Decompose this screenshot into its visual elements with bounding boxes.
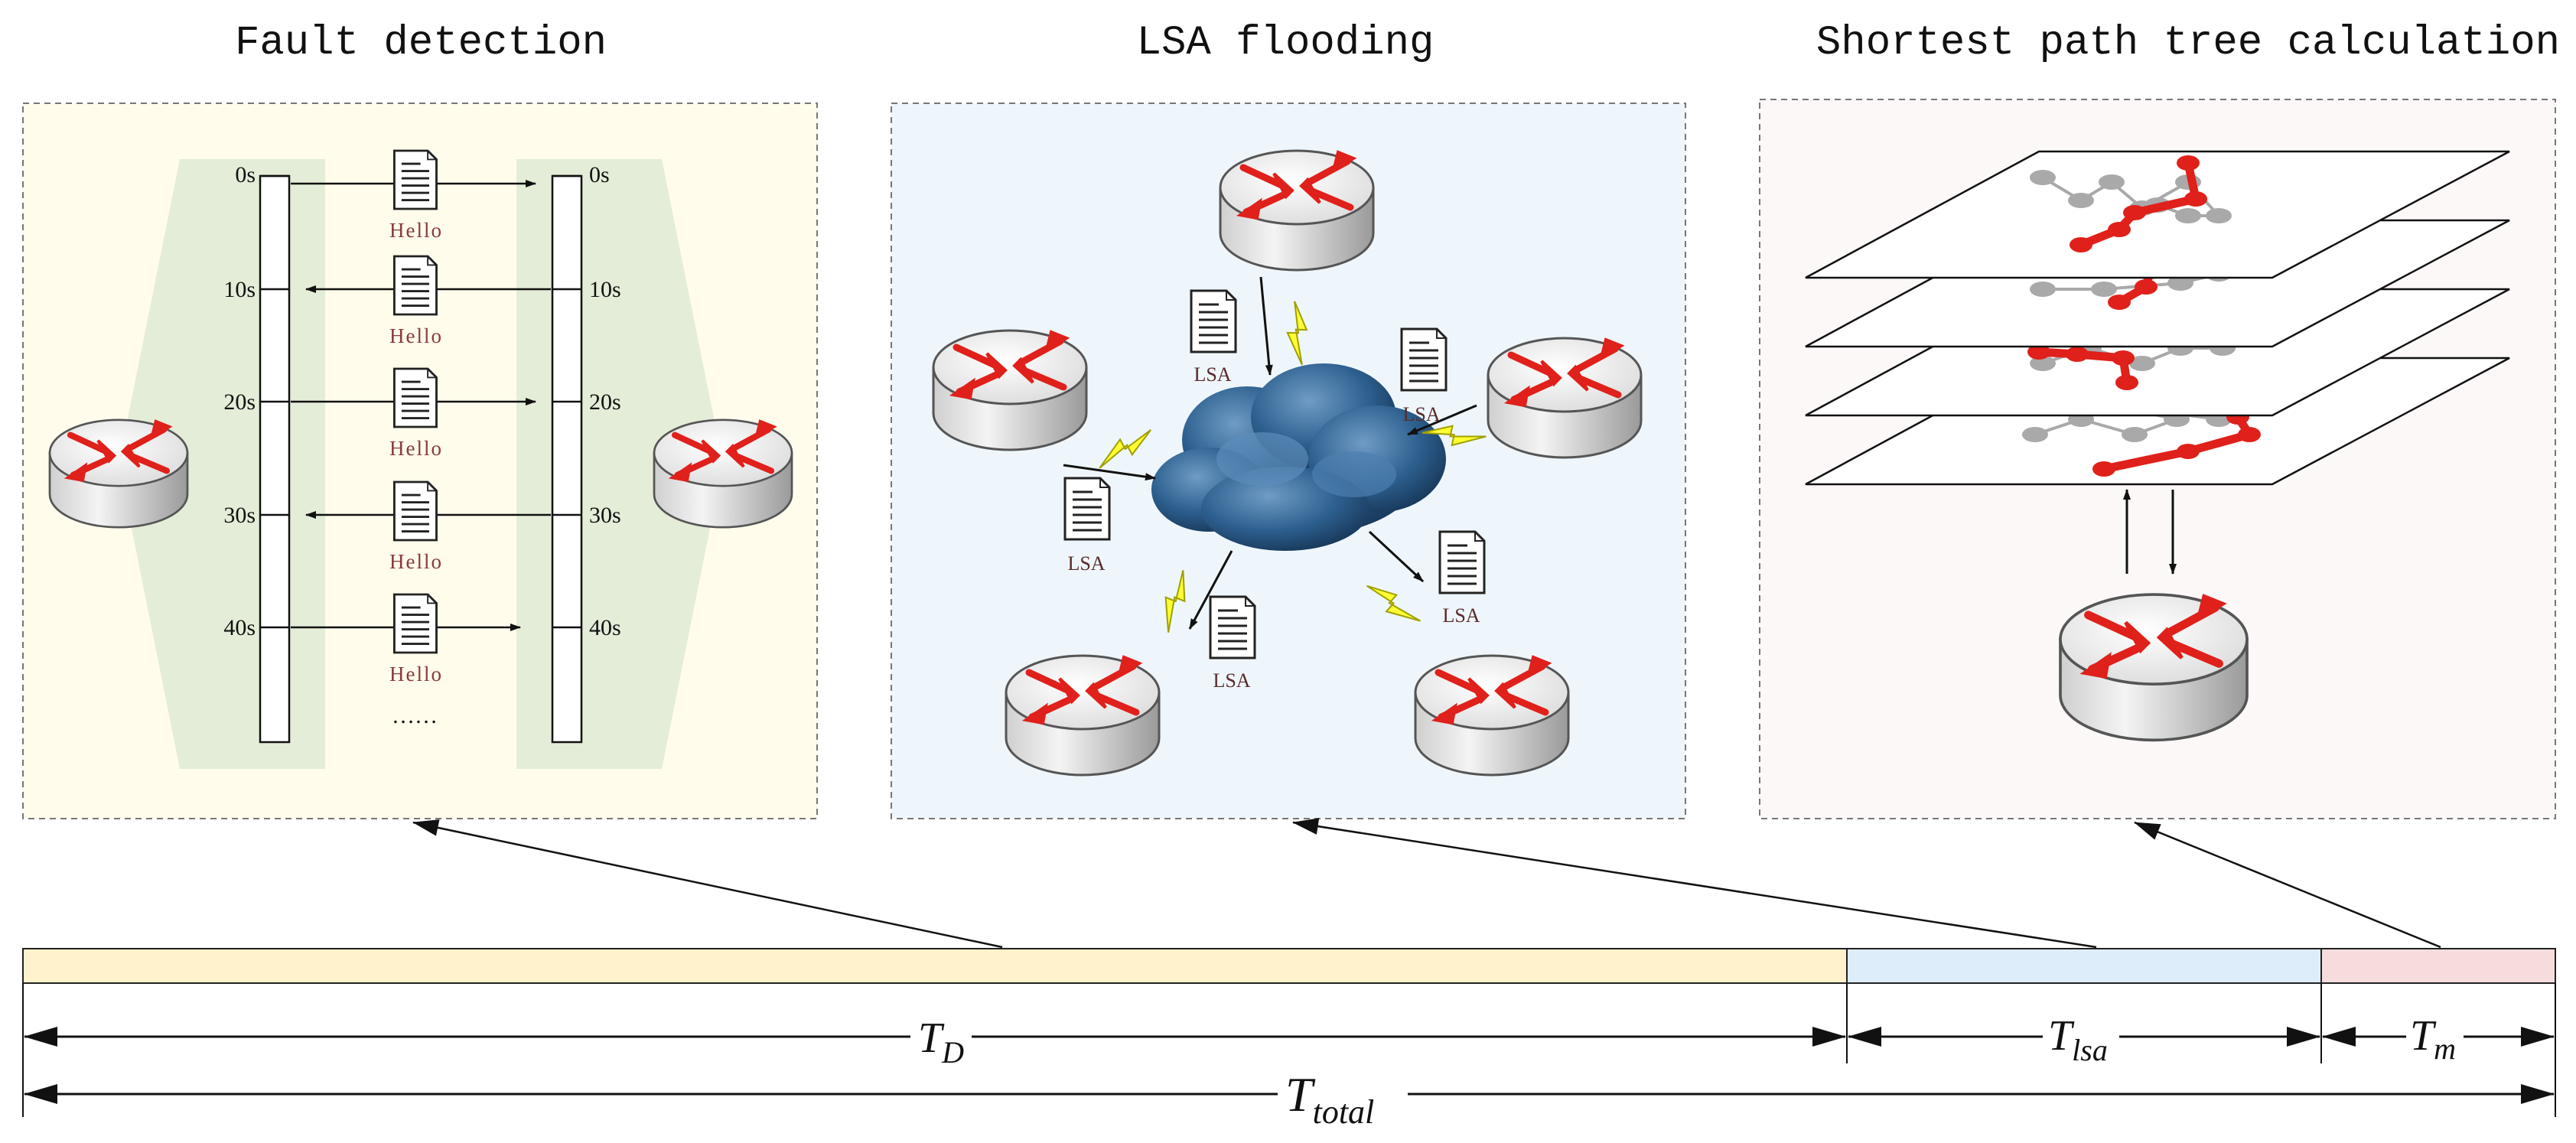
label-td: TD [918, 1014, 964, 1070]
span-tm: Tm [2322, 1012, 2555, 1066]
graph-node [2068, 193, 2094, 208]
right-tick-label: 0s [589, 162, 610, 187]
lsa-label: LSA [1402, 403, 1440, 425]
hello-document-icon [392, 149, 438, 210]
lsa-document-icon [1063, 477, 1111, 541]
spt-path-edge [2099, 447, 2193, 474]
span-ttotal: Ttotal [24, 1067, 2555, 1131]
hello-document-icon [392, 480, 438, 542]
left-timeline-bar [259, 174, 291, 744]
lsa-document-icon [1438, 530, 1486, 594]
hello-label: Hello [389, 219, 443, 242]
spt-path-node [2177, 444, 2200, 459]
spt-plane [1805, 150, 2510, 279]
network-cloud-icon [1151, 363, 1446, 551]
left-tick-label: 30s [223, 503, 256, 528]
graph-node [2099, 174, 2125, 190]
router-left-icon [933, 331, 1086, 450]
right-tick-label: 30s [589, 503, 621, 528]
label-ttotal: Ttotal [1285, 1067, 1374, 1131]
lsa-arrow [1259, 276, 1273, 376]
spt-calculation-panel [1759, 99, 2556, 819]
left-tick-label: 40s [223, 615, 256, 640]
hello-label: Hello [389, 550, 443, 573]
router-bottom-left-icon [1006, 656, 1159, 775]
router-top-icon [1220, 151, 1373, 270]
bar-segment-td [22, 948, 1848, 984]
hello-document-icon [392, 367, 438, 428]
lsa-label: LSA [1194, 363, 1231, 386]
right-timeline-bar [551, 174, 583, 744]
lsa-arrow [1407, 404, 1477, 436]
graph-node [2030, 170, 2056, 185]
spt-path-node [2108, 222, 2131, 237]
lsa-document-icon [1209, 595, 1256, 659]
lsa-arrow [1063, 464, 1156, 481]
left-tick-label: 10s [223, 277, 256, 302]
graph-node [2091, 282, 2117, 297]
lsa-document-icon [1400, 327, 1448, 392]
ellipsis-text: …… [392, 703, 438, 728]
lsa-document-icon [1190, 289, 1237, 353]
spt-path-node [2027, 344, 2050, 360]
left-router-icon [50, 420, 187, 527]
left-tick-label: 0s [235, 162, 256, 187]
label-tlsa: Tlsa [2048, 1012, 2108, 1067]
spt-path-node [2092, 461, 2115, 477]
graph-node [2175, 208, 2201, 223]
spt-path-node [2238, 427, 2261, 442]
label-tm: Tm [2410, 1012, 2456, 1066]
graph-node [2129, 356, 2155, 371]
spt-path-node [2070, 237, 2092, 252]
right-tick-label: 40s [589, 615, 621, 640]
graph-node [2122, 427, 2148, 442]
timeline-bar [22, 948, 2556, 984]
lsa-label: LSA [1442, 604, 1480, 627]
span-td: TD [24, 1014, 1846, 1070]
spt-path-node [2112, 350, 2135, 366]
left-tick-label: 20s [223, 389, 256, 415]
graph-node [2030, 356, 2056, 371]
hello-label: Hello [389, 663, 443, 685]
spt-path-node [2115, 375, 2138, 390]
spt-path-node [2135, 279, 2158, 295]
graph-node [2167, 275, 2193, 291]
title-lsa-flooding: LSA flooding [1137, 20, 1435, 67]
pointer-arrow-td [412, 819, 1003, 949]
span-tlsa: Tlsa [1848, 1012, 2320, 1067]
hello-document-icon [392, 593, 438, 654]
spt-path-node [2123, 205, 2146, 220]
graph-node [2030, 282, 2056, 297]
spt-router-icon [2060, 594, 2247, 740]
title-spt-calculation: Shortest path tree calculation [1816, 20, 2560, 67]
hello-label: Hello [389, 437, 443, 460]
right-router-icon [654, 420, 792, 527]
graph-node [2206, 208, 2232, 223]
lsa-arrow [1188, 550, 1233, 630]
lsa-arrow [1368, 530, 1425, 583]
spt-path-node [2184, 191, 2207, 207]
pointer-arrow-tm [2134, 821, 2441, 949]
title-fault-detection: Fault detection [235, 20, 607, 67]
lsa-flooding-panel: LSA LSA LSA LSA LSA [891, 103, 1686, 819]
lsa-label: LSA [1067, 552, 1105, 575]
bar-segment-tm [2320, 948, 2556, 984]
bar-segment-tlsa [1846, 948, 2322, 984]
hello-label: Hello [389, 324, 443, 347]
router-bottom-right-icon [1415, 656, 1568, 775]
router-right-icon [1488, 338, 1641, 458]
spt-path-node [2108, 295, 2131, 310]
hello-document-icon [392, 255, 438, 316]
graph-node [2022, 427, 2048, 442]
spt-path-node [2066, 347, 2089, 362]
pointer-arrow-tlsa [1292, 818, 2097, 949]
lsa-label: LSA [1213, 669, 1250, 692]
right-tick-label: 20s [589, 389, 621, 415]
right-tick-label: 10s [589, 277, 621, 302]
spt-path-node [2177, 155, 2200, 171]
